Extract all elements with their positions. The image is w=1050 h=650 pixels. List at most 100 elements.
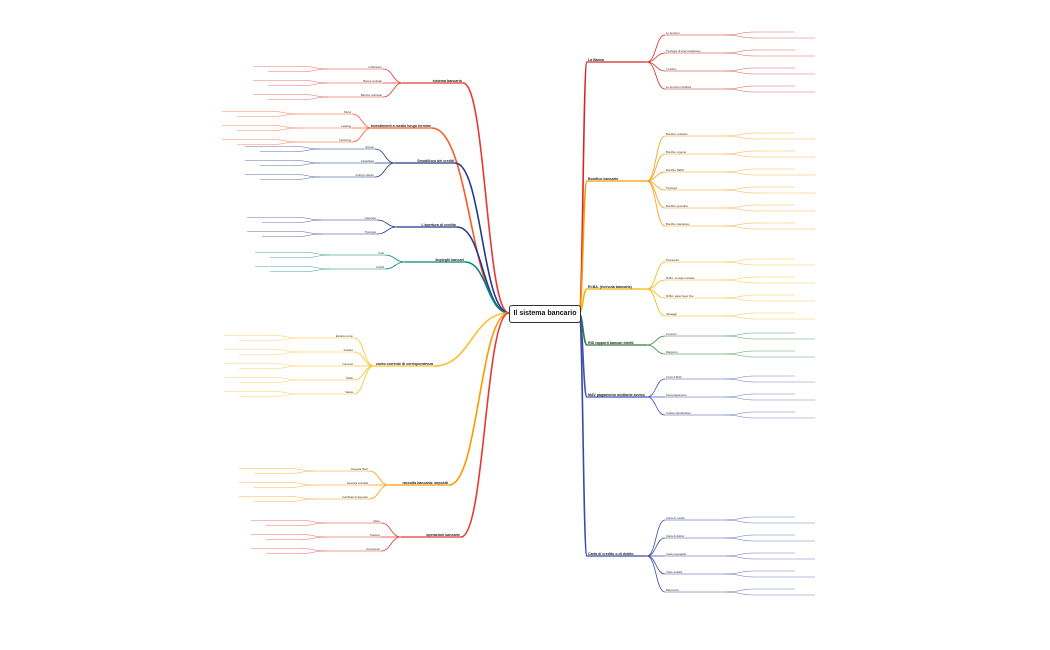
- branch-link: [304, 268, 331, 272]
- branch-link: [462, 82, 510, 314]
- sub-node[interactable]: Scalare: [343, 348, 353, 352]
- sub-node[interactable]: Bancomat: [666, 588, 679, 592]
- sub-node[interactable]: Saldo: [345, 376, 353, 380]
- sub-node[interactable]: Tipologie di intermediazione: [666, 49, 701, 53]
- branch-riba[interactable]: Ri.BA. (ricevuta bancaria): [588, 285, 632, 289]
- sub-node[interactable]: Bonifico istantaneo: [666, 222, 690, 226]
- branch-link: [724, 70, 756, 75]
- sub-node[interactable]: Fido: [378, 251, 384, 255]
- branch-operazioni[interactable]: operazioni bancarie: [426, 533, 460, 537]
- branch-link: [273, 363, 300, 367]
- sub-node[interactable]: Crediti: [375, 265, 384, 269]
- sub-node[interactable]: Accessorie: [366, 547, 380, 551]
- branch-link: [380, 522, 402, 538]
- branch-link: [724, 294, 756, 299]
- sub-node[interactable]: Carta di credito: [666, 516, 685, 520]
- sub-node[interactable]: Castelletto: [360, 159, 374, 163]
- branch-link: [724, 34, 756, 39]
- sub-node[interactable]: Banca centrale: [363, 79, 382, 83]
- branch-carta[interactable]: Carta di credito o di debito: [588, 552, 634, 556]
- branch-sistema[interactable]: sistema bancario: [432, 79, 462, 83]
- sub-node[interactable]: Le funzioni creditizie: [666, 85, 692, 89]
- branch-mav[interactable]: MAV pagamento mediante avviso: [588, 393, 645, 397]
- branch-link: [724, 537, 756, 542]
- branch-investimenti[interactable]: Investimenti a medio lungo termine: [370, 124, 431, 128]
- sub-node[interactable]: Le funzioni: [666, 31, 680, 35]
- sub-node[interactable]: Bonifico urgente: [666, 150, 687, 154]
- branch-link: [271, 111, 298, 115]
- sub-node[interactable]: Estratto conto: [335, 334, 353, 338]
- sub-node[interactable]: Bonifico periodico: [666, 204, 689, 208]
- sub-node[interactable]: Factoring: [339, 138, 351, 142]
- sub-node[interactable]: Banche ordinarie: [360, 93, 382, 97]
- sub-node[interactable]: Post-pagamento: [666, 393, 687, 397]
- sub-node[interactable]: Attive: [373, 519, 380, 523]
- branch-link: [384, 261, 406, 270]
- sub-node[interactable]: Il Ministero: [368, 65, 382, 69]
- branch-link: [724, 85, 756, 90]
- sub-node[interactable]: Ri.BA. su dopo incasso: [666, 276, 695, 280]
- sub-node[interactable]: Certificati di deposito: [342, 495, 368, 499]
- sub-node[interactable]: Codice identificativo: [666, 411, 691, 415]
- branch-link: [724, 135, 756, 140]
- branch-impieghi[interactable]: Impieghi bancari: [435, 258, 464, 262]
- branch-link: [724, 171, 756, 176]
- branch-apertura[interactable]: L'apertura di credito: [421, 223, 456, 227]
- branch-link: [724, 276, 756, 281]
- central-node[interactable]: Il sistema bancario: [509, 305, 581, 323]
- branch-link: [302, 66, 329, 70]
- branch-link: [724, 393, 756, 398]
- sub-node[interactable]: Rapporto: [666, 350, 678, 354]
- sub-node[interactable]: Depositi vincolati: [347, 481, 368, 485]
- sub-node[interactable]: Cos'è il MAV: [666, 375, 682, 379]
- sub-node[interactable]: Valuta: [345, 390, 353, 394]
- branch-link: [724, 552, 756, 557]
- sub-node[interactable]: Carta di debito: [666, 534, 685, 538]
- sub-node[interactable]: Bonifico ordinario: [666, 132, 688, 136]
- sub-node[interactable]: Il rischio: [666, 67, 677, 71]
- sub-node[interactable]: Ri.BA. salvo buon fine: [666, 294, 694, 298]
- branch-link: [578, 312, 588, 557]
- branch-smobilizzo[interactable]: Smobilizzo dei crediti: [417, 159, 454, 163]
- branch-link: [646, 52, 666, 63]
- branch-link: [724, 312, 756, 317]
- sub-node[interactable]: Anticipo fatture: [355, 173, 374, 177]
- branch-link: [724, 588, 756, 593]
- branch-link: [724, 411, 756, 416]
- branch-link: [273, 337, 300, 341]
- sub-node[interactable]: Garanzie: [364, 216, 376, 220]
- branch-link: [300, 548, 327, 552]
- branch-raccolta[interactable]: raccolta bancaria: depositi: [402, 481, 448, 485]
- branch-link: [294, 146, 321, 150]
- branch-bonifico[interactable]: Bonifico bancario: [588, 177, 619, 181]
- sub-node[interactable]: Mutui: [344, 110, 351, 114]
- sub-node[interactable]: Passive: [370, 533, 380, 537]
- sub-node[interactable]: Depositi liberi: [351, 467, 368, 471]
- branch-link: [724, 573, 756, 578]
- sub-node[interactable]: Leasing: [341, 124, 351, 128]
- sub-node[interactable]: Procedura: [666, 258, 679, 262]
- sub-node[interactable]: Bonifico SEPA: [666, 168, 684, 172]
- branch-link: [304, 254, 331, 258]
- sub-node[interactable]: Sconto: [365, 145, 374, 149]
- branch-rid[interactable]: RID rapporti bancari diretti: [588, 341, 634, 345]
- sub-node[interactable]: Tipologie: [666, 186, 678, 190]
- branch-banca[interactable]: La Banca: [588, 58, 604, 62]
- sub-node[interactable]: Carte prepagate: [666, 552, 687, 556]
- branch-link: [646, 135, 666, 182]
- sub-node[interactable]: Interessi: [342, 362, 353, 366]
- branch-link: [271, 139, 298, 143]
- branch-link: [724, 153, 756, 158]
- branch-link: [646, 519, 666, 557]
- branch-link: [724, 204, 756, 209]
- sub-node[interactable]: Tipologie: [364, 230, 376, 234]
- branch-link: [646, 34, 666, 63]
- sub-node[interactable]: Carte fedeltà: [666, 570, 683, 574]
- sub-node[interactable]: Funzioni: [666, 332, 677, 336]
- branch-link: [271, 141, 298, 145]
- branch-contocorrente[interactable]: conto corrente di corrispondenza: [375, 362, 433, 366]
- branch-link: [724, 378, 756, 383]
- sub-node[interactable]: Vantaggi: [666, 312, 677, 316]
- branch-link: [646, 378, 666, 398]
